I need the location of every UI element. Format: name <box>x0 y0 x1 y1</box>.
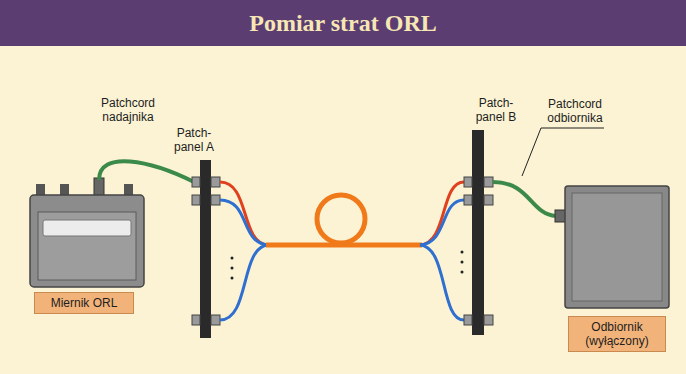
part-label: Patch- panel A <box>168 126 220 154</box>
meter-screen <box>43 220 131 236</box>
leader-line <box>522 128 604 176</box>
part-label: Patch- panel B <box>470 96 522 124</box>
meter-knob <box>60 184 69 196</box>
patchcord <box>99 161 194 182</box>
more-dots <box>461 251 464 274</box>
label-tag: Odbiornik (wyłączony) <box>568 316 666 352</box>
meter-connector <box>94 178 104 196</box>
patch-panel <box>200 160 211 338</box>
fiber-coil <box>317 195 365 243</box>
meter-panel <box>38 212 136 280</box>
fiber-blue <box>220 245 268 320</box>
part-label: Patchcord nadajnika <box>94 96 162 124</box>
receiver-panel <box>572 193 662 301</box>
more-dots <box>231 257 234 280</box>
part-label: Patchcord odbiornika <box>540 97 610 125</box>
fiber-red <box>420 182 464 245</box>
panel-ports <box>192 177 220 325</box>
patch-panel <box>472 130 484 335</box>
tag-text: Miernik ORL <box>39 296 129 310</box>
fiber-blue <box>420 245 464 320</box>
fiber-blue <box>220 200 268 245</box>
fiber-red <box>220 182 268 245</box>
meter-knob <box>124 184 133 196</box>
tag-text: Odbiornik (wyłączony) <box>573 320 661 348</box>
label-tag: Miernik ORL <box>34 292 134 314</box>
diagram-title: Pomiar strat ORL <box>0 0 686 46</box>
fiber-blue <box>420 200 464 245</box>
panel-ports <box>464 177 493 325</box>
meter-knob <box>36 184 45 196</box>
meter-body <box>30 195 144 287</box>
receiver-body <box>565 186 669 308</box>
patchcord <box>493 182 556 216</box>
